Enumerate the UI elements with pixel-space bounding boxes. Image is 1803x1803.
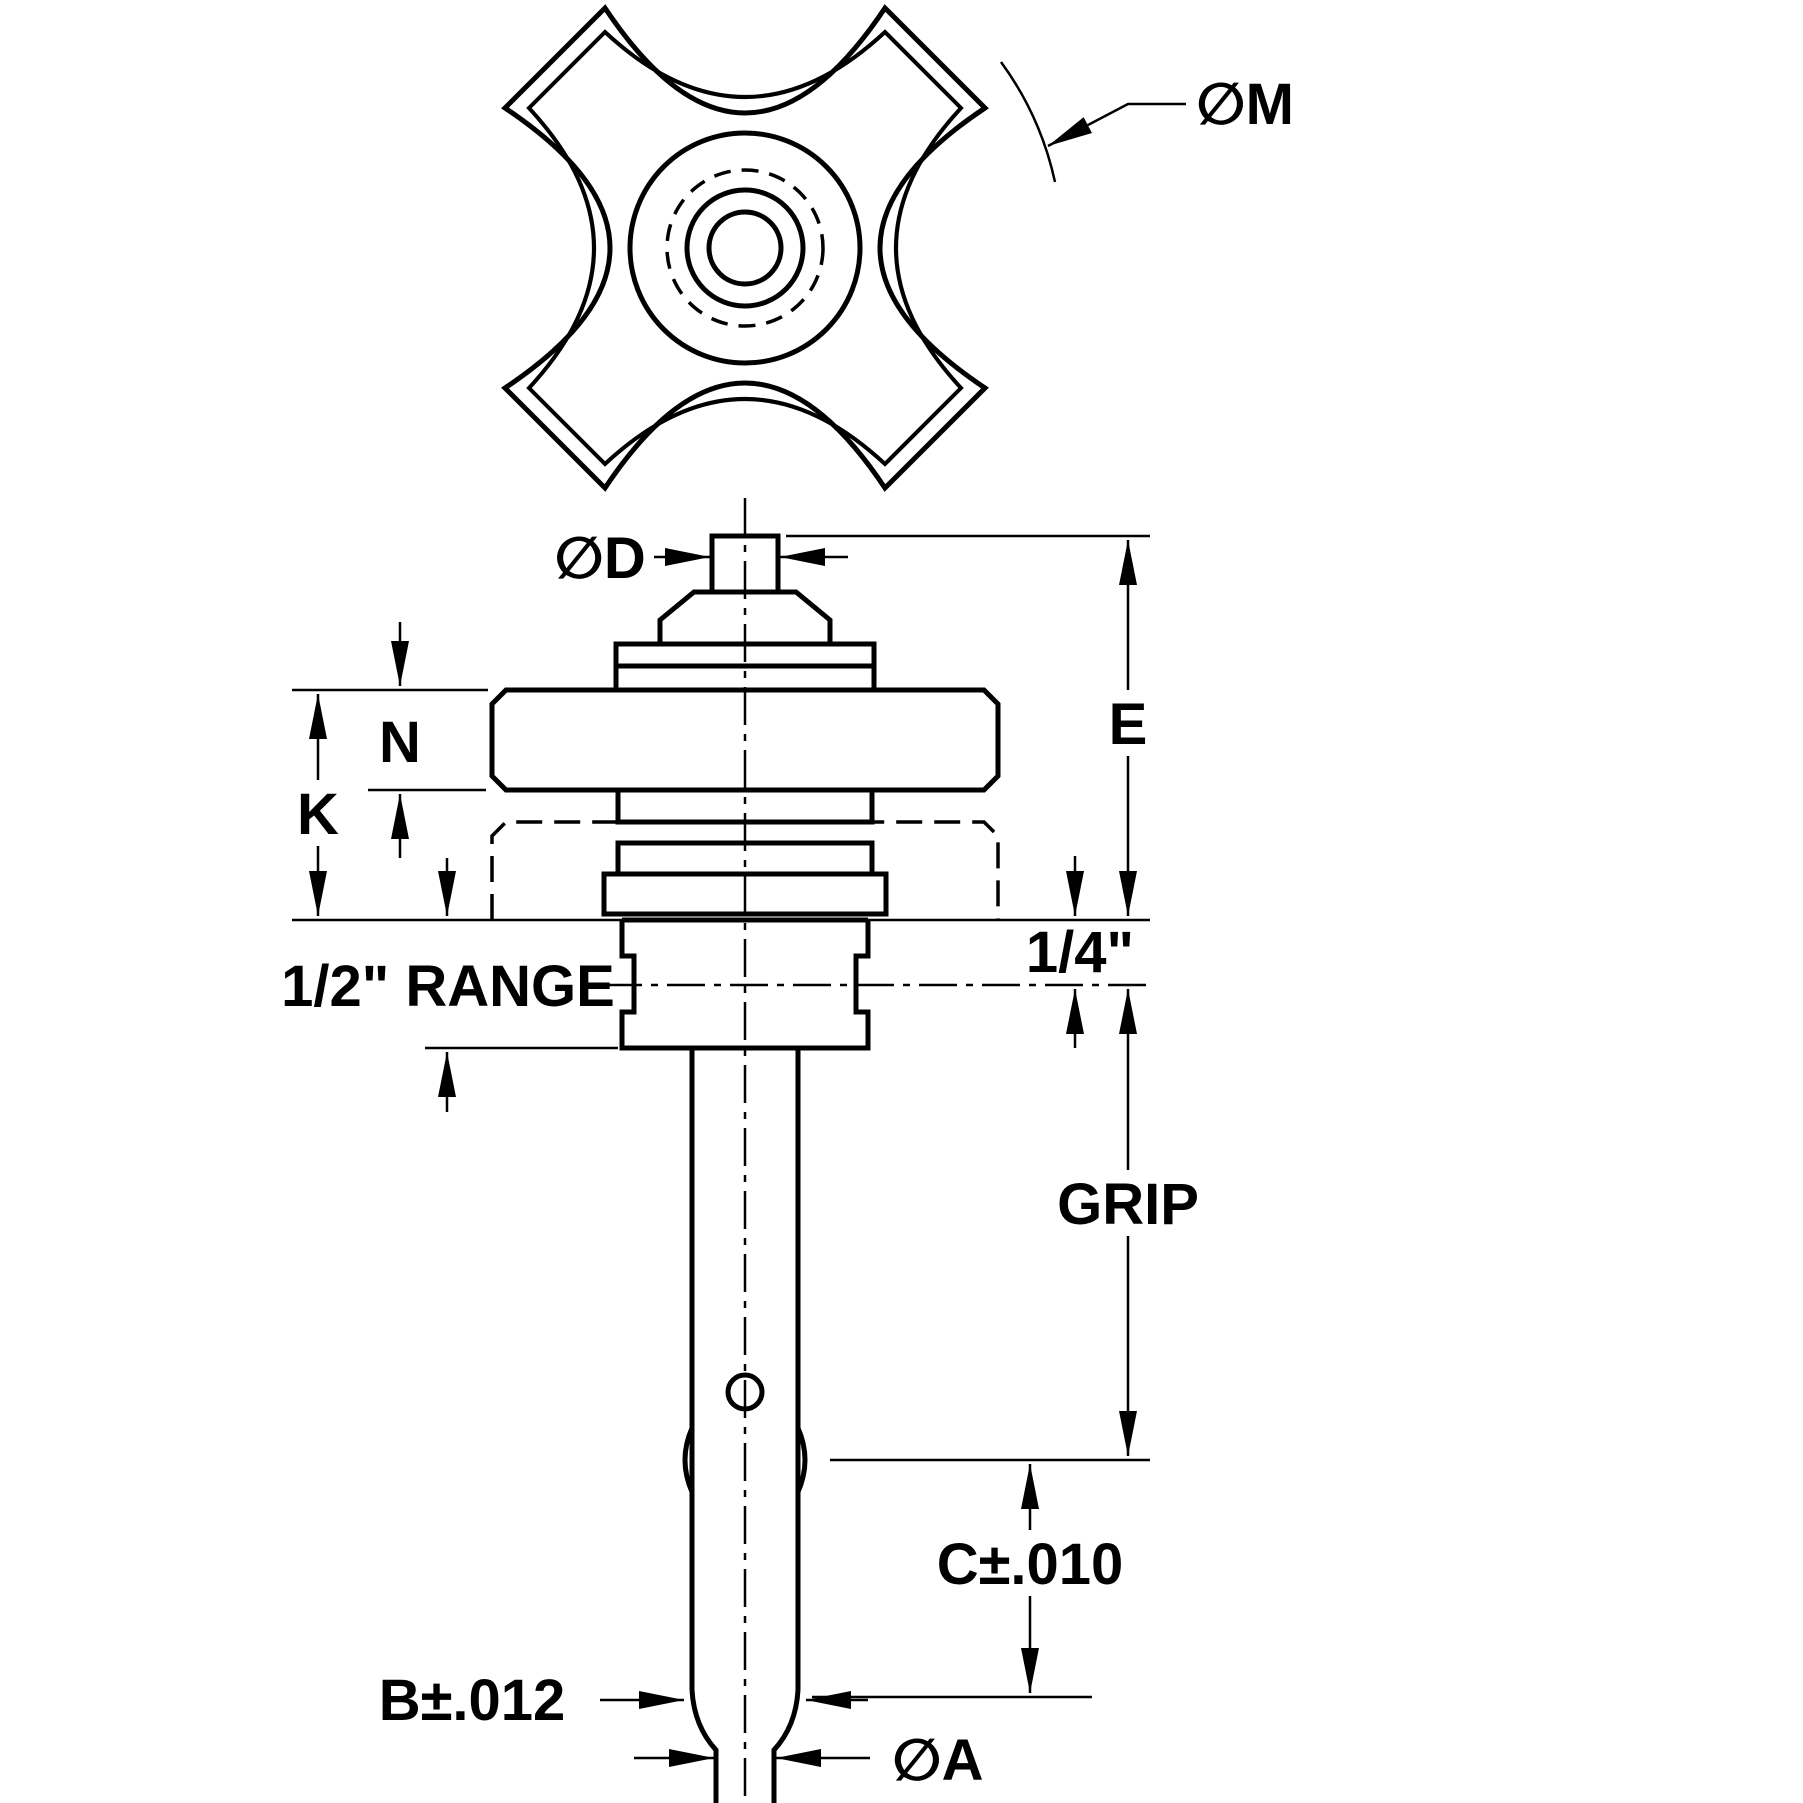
label-backing-k xyxy=(288,780,348,846)
extension-lines xyxy=(292,534,1150,1699)
pin-shank xyxy=(682,1048,808,1803)
handle-outer-outline xyxy=(501,4,989,492)
stud-nut-washer-knob xyxy=(489,533,1001,825)
hub-bore-circle xyxy=(706,209,784,287)
label-quarter-inch: 1/4" xyxy=(1026,920,1134,985)
label-dim-c: C±.010 xyxy=(937,1532,1124,1597)
washer-bands xyxy=(601,840,889,917)
label-dia-m: ∅M xyxy=(1196,72,1294,137)
label-dim-b: B±.012 xyxy=(379,1668,566,1733)
label-range: 1/2" RANGE xyxy=(281,954,615,1019)
label-dia-d: ∅D xyxy=(554,526,646,591)
handle-inner-outline xyxy=(526,29,964,467)
label-backing-c xyxy=(922,1530,1138,1596)
top-view-cross-handle: ∅M xyxy=(501,4,1294,492)
hub-outer-circle xyxy=(627,130,863,366)
label-backing-grip xyxy=(1040,1170,1216,1236)
dim-arc-m xyxy=(999,61,1057,183)
cross-hole xyxy=(725,1372,765,1412)
leader-dia-m xyxy=(1047,102,1186,148)
label-dia-a: ∅A xyxy=(892,1728,984,1793)
label-dim-k: K xyxy=(297,782,339,847)
dimensions: E N K 1/4" 1/2" RANGE GRIP C±.010 ∅D B±. xyxy=(281,526,1216,1793)
label-backing-e xyxy=(1098,690,1158,756)
label-dim-n: N xyxy=(379,710,421,775)
side-view-pin xyxy=(489,498,1148,1803)
hub-boss-circle xyxy=(684,187,806,309)
label-grip: GRIP xyxy=(1057,1172,1199,1237)
hub-hidden-circle xyxy=(665,168,825,328)
label-dim-e: E xyxy=(1109,692,1148,757)
